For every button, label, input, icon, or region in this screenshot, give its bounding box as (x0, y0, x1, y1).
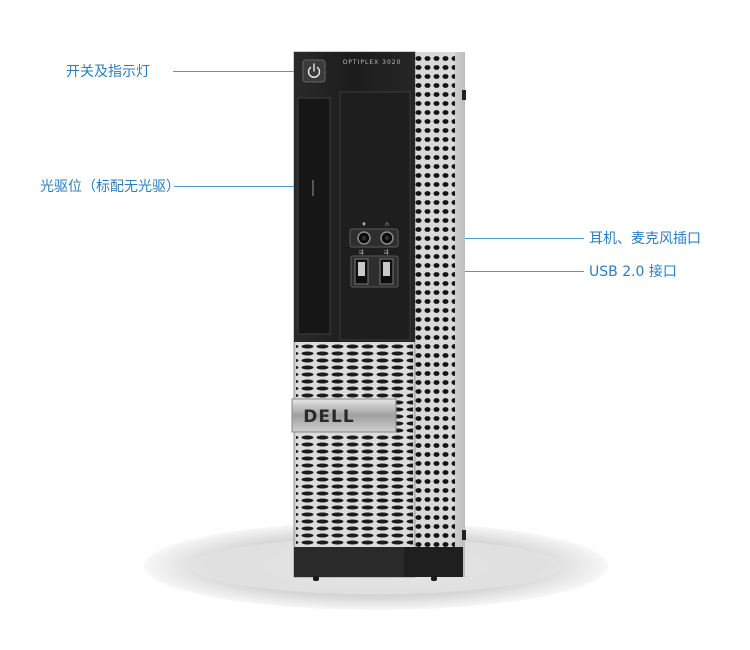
audio-callout-label: 耳机、麦克风插口 (589, 231, 701, 247)
model-text: OPTIPLEX 3020 (343, 59, 402, 66)
usb-callout-line (400, 271, 584, 272)
optical-callout-label: 光驱位（标配无光驱） (40, 179, 180, 195)
power-callout-line (173, 71, 295, 72)
usb-icon: ⇶ (383, 249, 388, 256)
power-icon (307, 63, 321, 78)
dell-logo: DELL (303, 407, 354, 427)
dell-logo-badge: DELL (291, 398, 397, 433)
foot-right (431, 576, 437, 581)
audio-jacks: ♦ ∩ (349, 221, 399, 248)
usb-callout-label: USB 2.0 接口 (589, 264, 677, 280)
optical-drive-bay (297, 97, 331, 335)
front-mesh-grille (296, 342, 413, 547)
usb-ports: ⇶ ⇶ (350, 249, 399, 288)
headphone-icon: ∩ (385, 221, 389, 228)
foot-left (313, 576, 319, 581)
power-button[interactable] (302, 59, 326, 83)
audio-callout-line (400, 238, 584, 239)
power-callout-label: 开关及指示灯 (66, 64, 150, 80)
mic-icon: ♦ (361, 221, 366, 228)
side-mesh-panel (413, 52, 463, 577)
usb-icon: ⇶ (358, 249, 363, 256)
optical-callout-line (174, 186, 314, 187)
